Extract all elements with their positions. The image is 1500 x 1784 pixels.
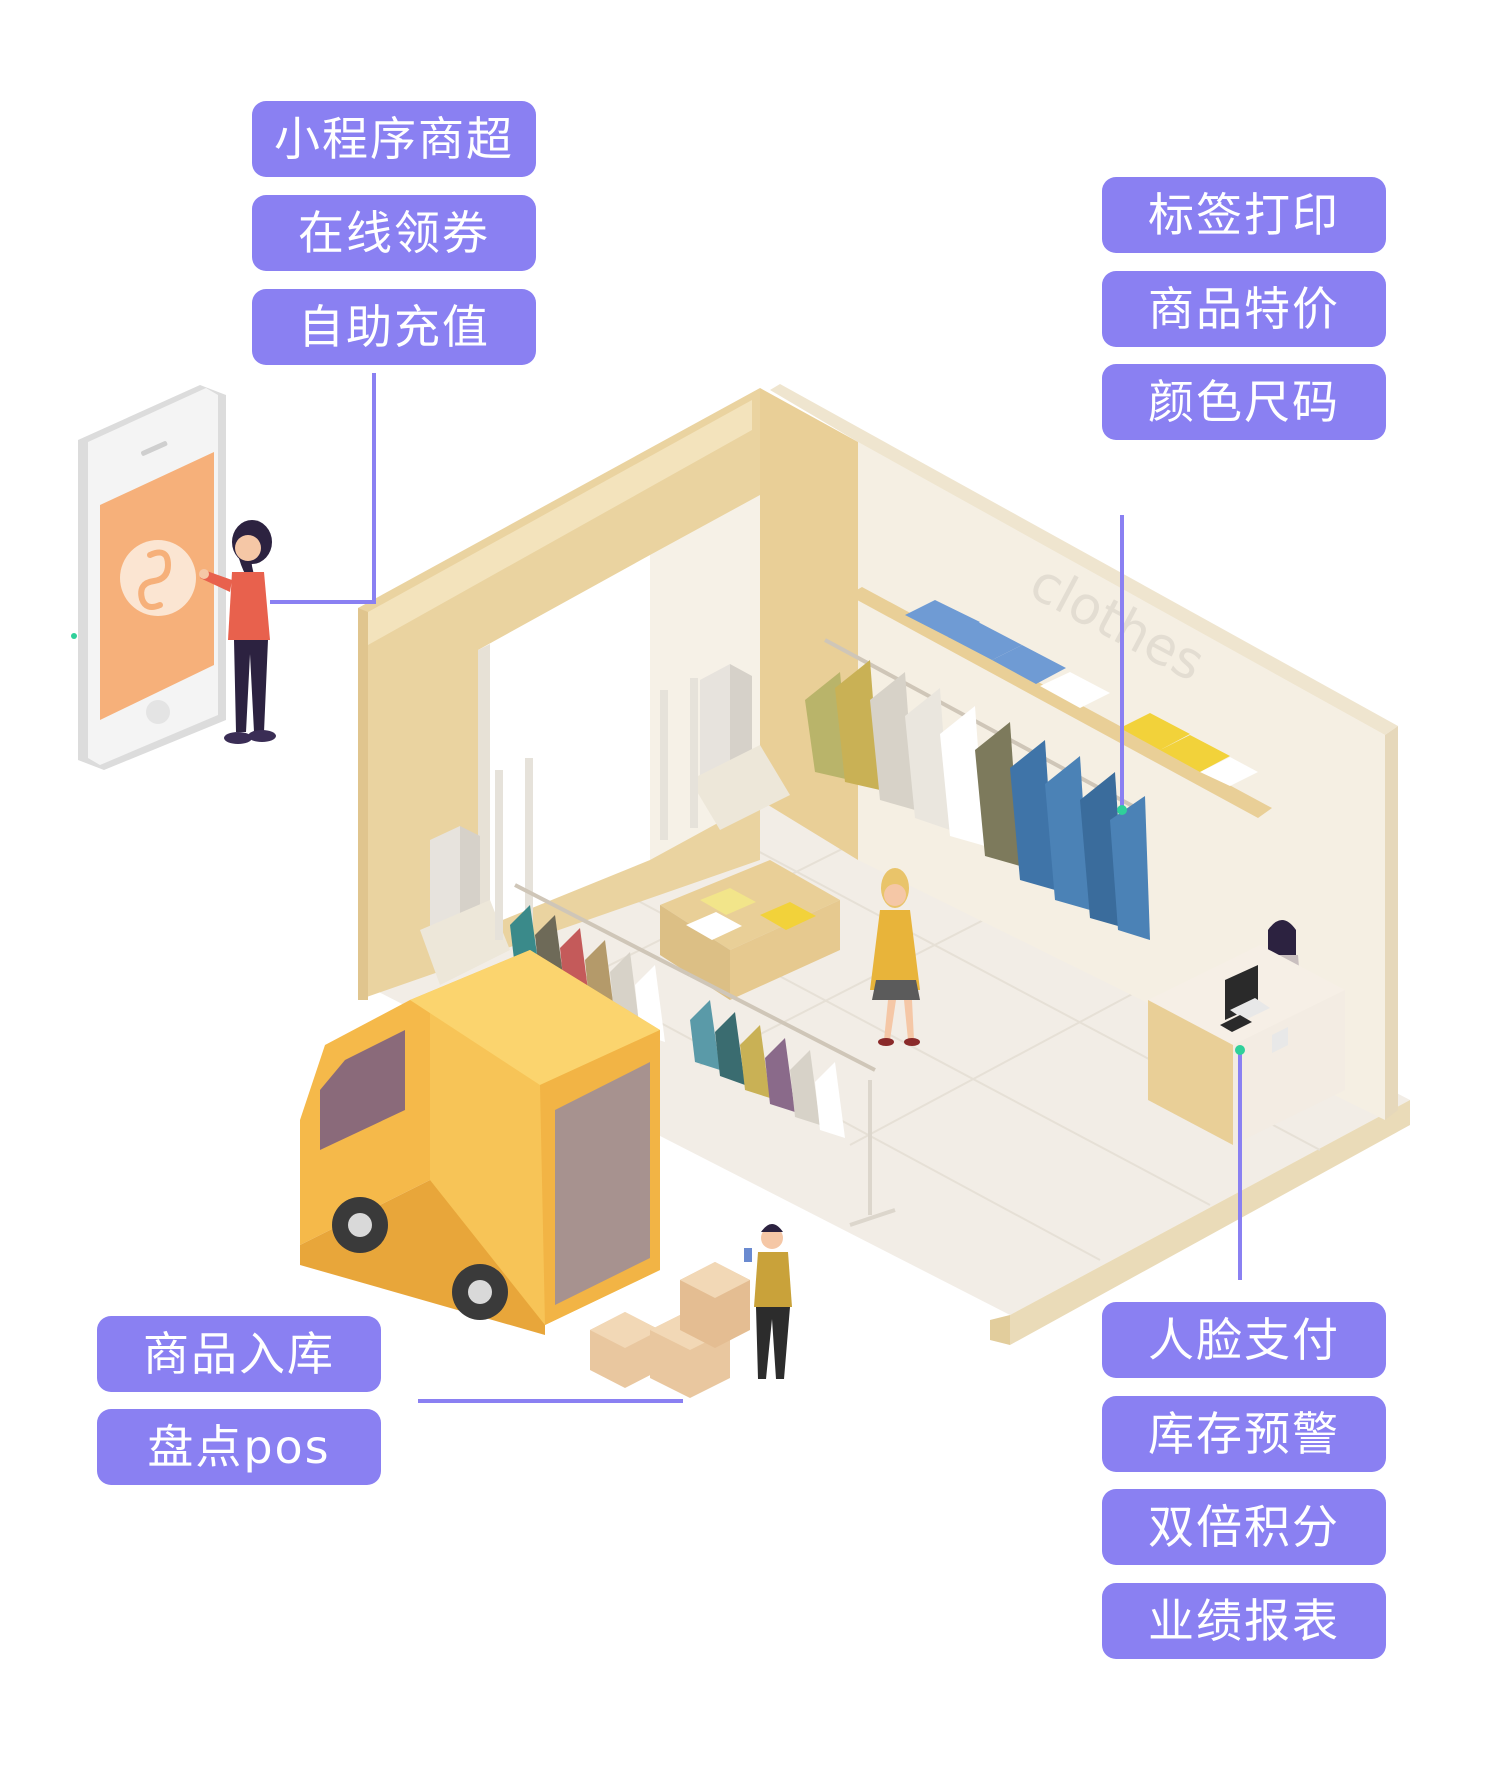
wall-shelf: [848, 587, 1272, 818]
feature-label: 颜色尺码: [1102, 364, 1386, 440]
feature-label: 双倍积分: [1102, 1489, 1386, 1565]
feature-label: 人脸支付: [1102, 1302, 1386, 1378]
feature-label: 商品特价: [1102, 271, 1386, 347]
connector-lines: [270, 373, 1242, 1403]
feature-label: 标签打印: [1102, 177, 1386, 253]
feature-label: 在线领券: [252, 195, 536, 271]
display-table: [660, 860, 840, 1000]
feature-label: 小程序商超: [252, 101, 536, 177]
delivery-truck: [300, 950, 660, 1335]
floor-clothes-racks: [510, 883, 896, 1227]
customer-figure-phone: [199, 520, 276, 744]
phone-illustration: [78, 385, 226, 770]
wall-clothes-rack: [805, 638, 1150, 940]
feature-label: 商品入库: [97, 1316, 381, 1392]
feature-label: 自助充值: [252, 289, 536, 365]
courier-figure: [744, 1224, 792, 1379]
boxes: [590, 1262, 750, 1398]
feature-label: 盘点pos: [97, 1409, 381, 1485]
mannequins: [420, 664, 790, 985]
feature-label: 业绩报表: [1102, 1583, 1386, 1659]
feature-label: 库存预警: [1102, 1396, 1386, 1472]
connector-dots: [71, 633, 1245, 1055]
shopper-figure: [870, 868, 920, 1046]
checkout-counter: [1148, 920, 1345, 1145]
